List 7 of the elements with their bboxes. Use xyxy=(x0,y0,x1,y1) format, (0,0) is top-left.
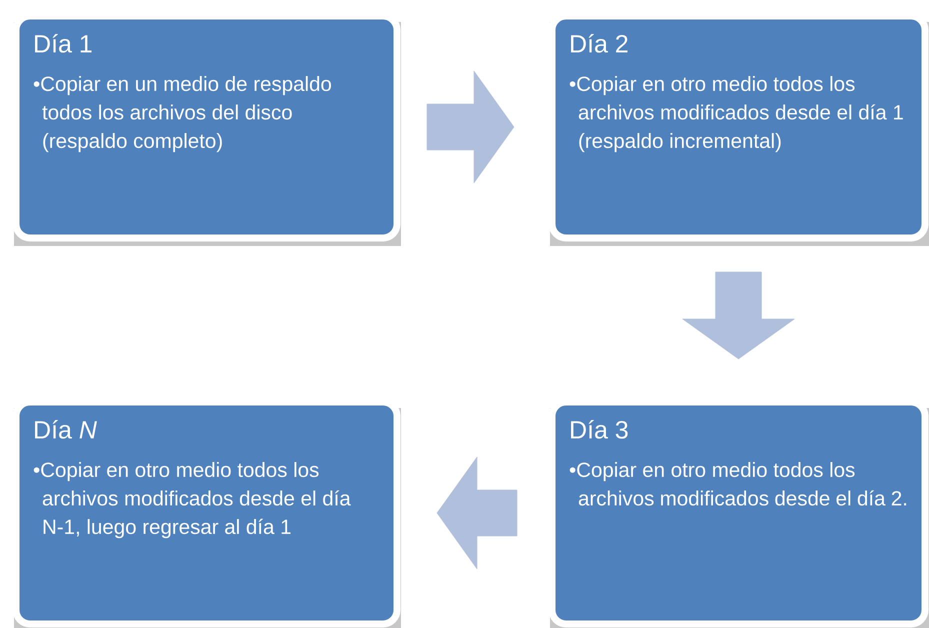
process-box: Día 3 •Copiar en otro medio todos los archivos modificados desde el día 2. xyxy=(548,398,929,628)
process-box: Día 2 •Copiar en otro medio todos los archivos modificados desde el día 1 (respaldo incremental) xyxy=(548,12,929,246)
block-arrow xyxy=(426,70,514,184)
block-arrow xyxy=(436,456,518,570)
block-arrow xyxy=(682,272,795,360)
process-box: Día 1 •Copiar en un medio de respaldo todos los archivos del disco (respaldo completo) xyxy=(12,12,401,246)
process-box: Día N •Copiar en otro medio todos los archivos modificados desde el día N-1, luego regresar al día 1 xyxy=(12,398,401,628)
